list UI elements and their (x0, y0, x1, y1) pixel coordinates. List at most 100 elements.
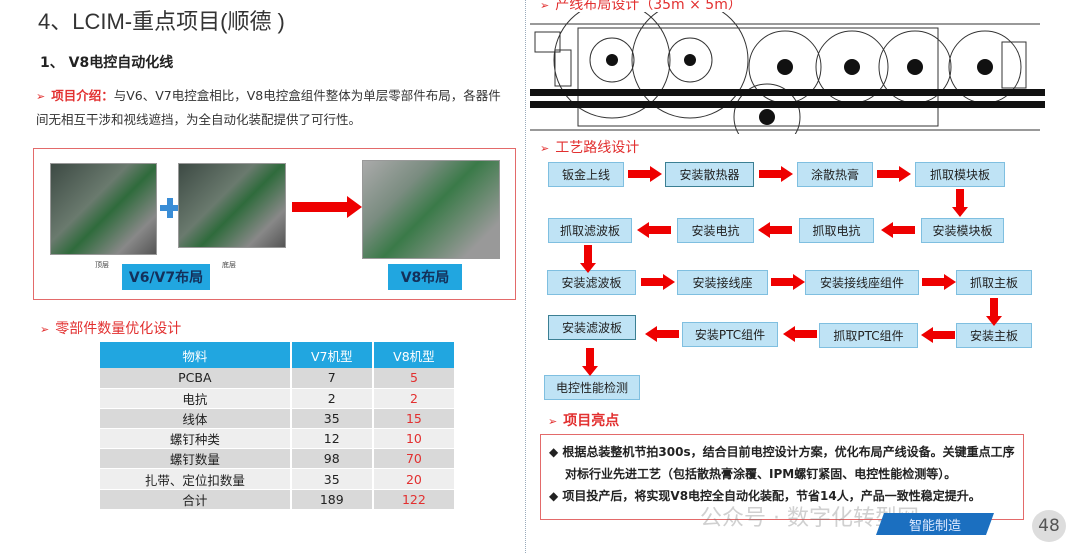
material-cell: 螺钉数量 (100, 448, 292, 470)
arrow-right-icon (628, 166, 662, 182)
material-cell: PCBA (100, 368, 292, 389)
column-divider (525, 0, 526, 553)
v6-v7-layout-label: V6/V7布局 (122, 264, 210, 290)
header-material: 物料 (100, 342, 292, 368)
process-step: 安装主板 (956, 323, 1032, 348)
bullet-arrow-icon: ➢ (540, 0, 550, 12)
process-step: 安装模块板 (921, 218, 1004, 243)
highlight-text: 项目投产后，将实现V8电控全自动化装配，节省14人，产品一致性稳定提升。 (562, 489, 981, 503)
plus-icon-v (167, 198, 173, 218)
v8-cell: 10 (372, 428, 457, 450)
process-step: 抓取电抗 (799, 218, 874, 243)
process-step: 安装PTC组件 (682, 322, 778, 347)
top-layer-caption: 顶层 (95, 261, 109, 269)
intro-label: 项目介绍： (51, 88, 114, 103)
material-cell: 螺钉种类 (100, 428, 292, 450)
v8-layout-photo (362, 160, 500, 259)
arrow-right-icon (771, 274, 805, 290)
arrow-left-icon (921, 327, 955, 343)
arrow-right-icon (759, 166, 793, 182)
arrow-down-icon (952, 189, 968, 217)
arrow-left-icon (645, 326, 679, 342)
footer-tag: 智能制造 (908, 519, 961, 534)
arrow-down-icon (582, 348, 598, 376)
layout-section-heading: ➢ 产线布局设计（35m × 5m） (540, 0, 742, 14)
bullet-arrow-icon: ➢ (36, 90, 46, 103)
process-step: 钣金上线 (548, 162, 624, 187)
route-section-text: 工艺路线设计 (555, 140, 640, 156)
process-step: 安装接线座 (677, 270, 768, 295)
material-cell: 电抗 (100, 388, 292, 409)
process-step: 抓取滤波板 (548, 218, 632, 243)
process-step: 电控性能检测 (544, 375, 640, 400)
v8-cell: 70 (372, 448, 457, 470)
arrow-right-icon (292, 196, 362, 218)
process-step: 安装电抗 (677, 218, 754, 243)
process-step: 涂散热膏 (797, 162, 873, 187)
bullet-arrow-icon: ➢ (548, 415, 558, 428)
v8-cell: 5 (372, 368, 457, 389)
parts-section-text: 零部件数量优化设计 (55, 321, 182, 337)
project-intro: ➢ 项目介绍：与V6、V7电控盒相比，V8电控盒组件整体为单层零部件布局，各器件间… (36, 84, 506, 131)
layout-section-text: 产线布局设计（35m × 5m） (555, 0, 742, 13)
material-cell: 线体 (100, 408, 292, 430)
v7-cell: 2 (290, 388, 374, 409)
v7-cell: 12 (290, 428, 374, 450)
v8-cell: 20 (372, 468, 457, 490)
v7-cell: 98 (290, 448, 374, 470)
v7-top-layer-photo (50, 163, 157, 255)
highlight-item: ◆ 根据总装整机节拍300s，结合目前电控设计方案，优化布局产线设备。关键重点工… (549, 445, 1015, 481)
process-step: 抓取PTC组件 (819, 323, 918, 348)
arrow-down-icon (986, 298, 1002, 326)
highlight-text: 根据总装整机节拍300s，结合目前电控设计方案，优化布局产线设备。关键重点工序对… (562, 445, 1015, 481)
material-cell: 扎带、定位扣数量 (100, 468, 292, 490)
production-line-layout-drawing (530, 12, 1045, 134)
highlights-heading-text: 项目亮点 (563, 413, 620, 429)
v8-cell: 15 (372, 408, 457, 430)
header-v7: V7机型 (290, 342, 374, 368)
layout-comparison-panel (33, 148, 516, 300)
material-cell: 合计 (100, 489, 292, 510)
process-step: 安装滤波板 (547, 270, 636, 295)
process-step: 抓取模块板 (915, 162, 1005, 187)
intro-text: 与V6、V7电控盒相比，V8电控盒组件整体为单层零部件布局，各器件间无相互干涉和… (36, 88, 501, 127)
process-step: 安装散热器 (665, 162, 754, 187)
arrow-left-icon (637, 222, 671, 238)
v8-layout-label: V8布局 (388, 264, 462, 290)
arrow-down-icon (580, 245, 596, 273)
parts-section-heading: ➢ 零部件数量优化设计 (40, 318, 181, 338)
bullet-arrow-icon: ➢ (40, 323, 50, 336)
arrow-left-icon (881, 222, 915, 238)
arrow-right-icon (922, 274, 956, 290)
page-number: 48 (1032, 510, 1066, 542)
arrow-right-icon (877, 166, 911, 182)
bottom-layer-caption: 底层 (222, 261, 236, 269)
process-step: 抓取主板 (956, 270, 1032, 295)
v7-cell: 7 (290, 368, 374, 389)
arrow-right-icon (641, 274, 675, 290)
v8-cell: 2 (372, 388, 457, 409)
process-step: 安装接线座组件 (805, 270, 919, 295)
arrow-left-icon (758, 222, 792, 238)
v7-cell: 35 (290, 468, 374, 490)
v7-cell: 35 (290, 408, 374, 430)
process-step: 安装滤波板 (548, 315, 636, 340)
highlight-item: ◆ 项目投产后，将实现V8电控全自动化装配，节省14人，产品一致性稳定提升。 (549, 489, 981, 503)
arrow-left-icon (783, 326, 817, 342)
header-v8: V8机型 (372, 342, 457, 368)
section-heading: 1、 V8电控自动化线 (40, 55, 174, 71)
route-section-heading: ➢ 工艺路线设计 (540, 137, 639, 157)
bullet-arrow-icon: ➢ (540, 142, 550, 155)
v7-cell: 189 (290, 489, 374, 510)
page-title: 4、LCIM-重点项目(顺德 ) (38, 9, 285, 34)
v8-cell: 122 (372, 489, 457, 510)
v7-bottom-layer-photo (178, 163, 286, 248)
highlights-heading: ➢ 项目亮点 (548, 410, 619, 430)
